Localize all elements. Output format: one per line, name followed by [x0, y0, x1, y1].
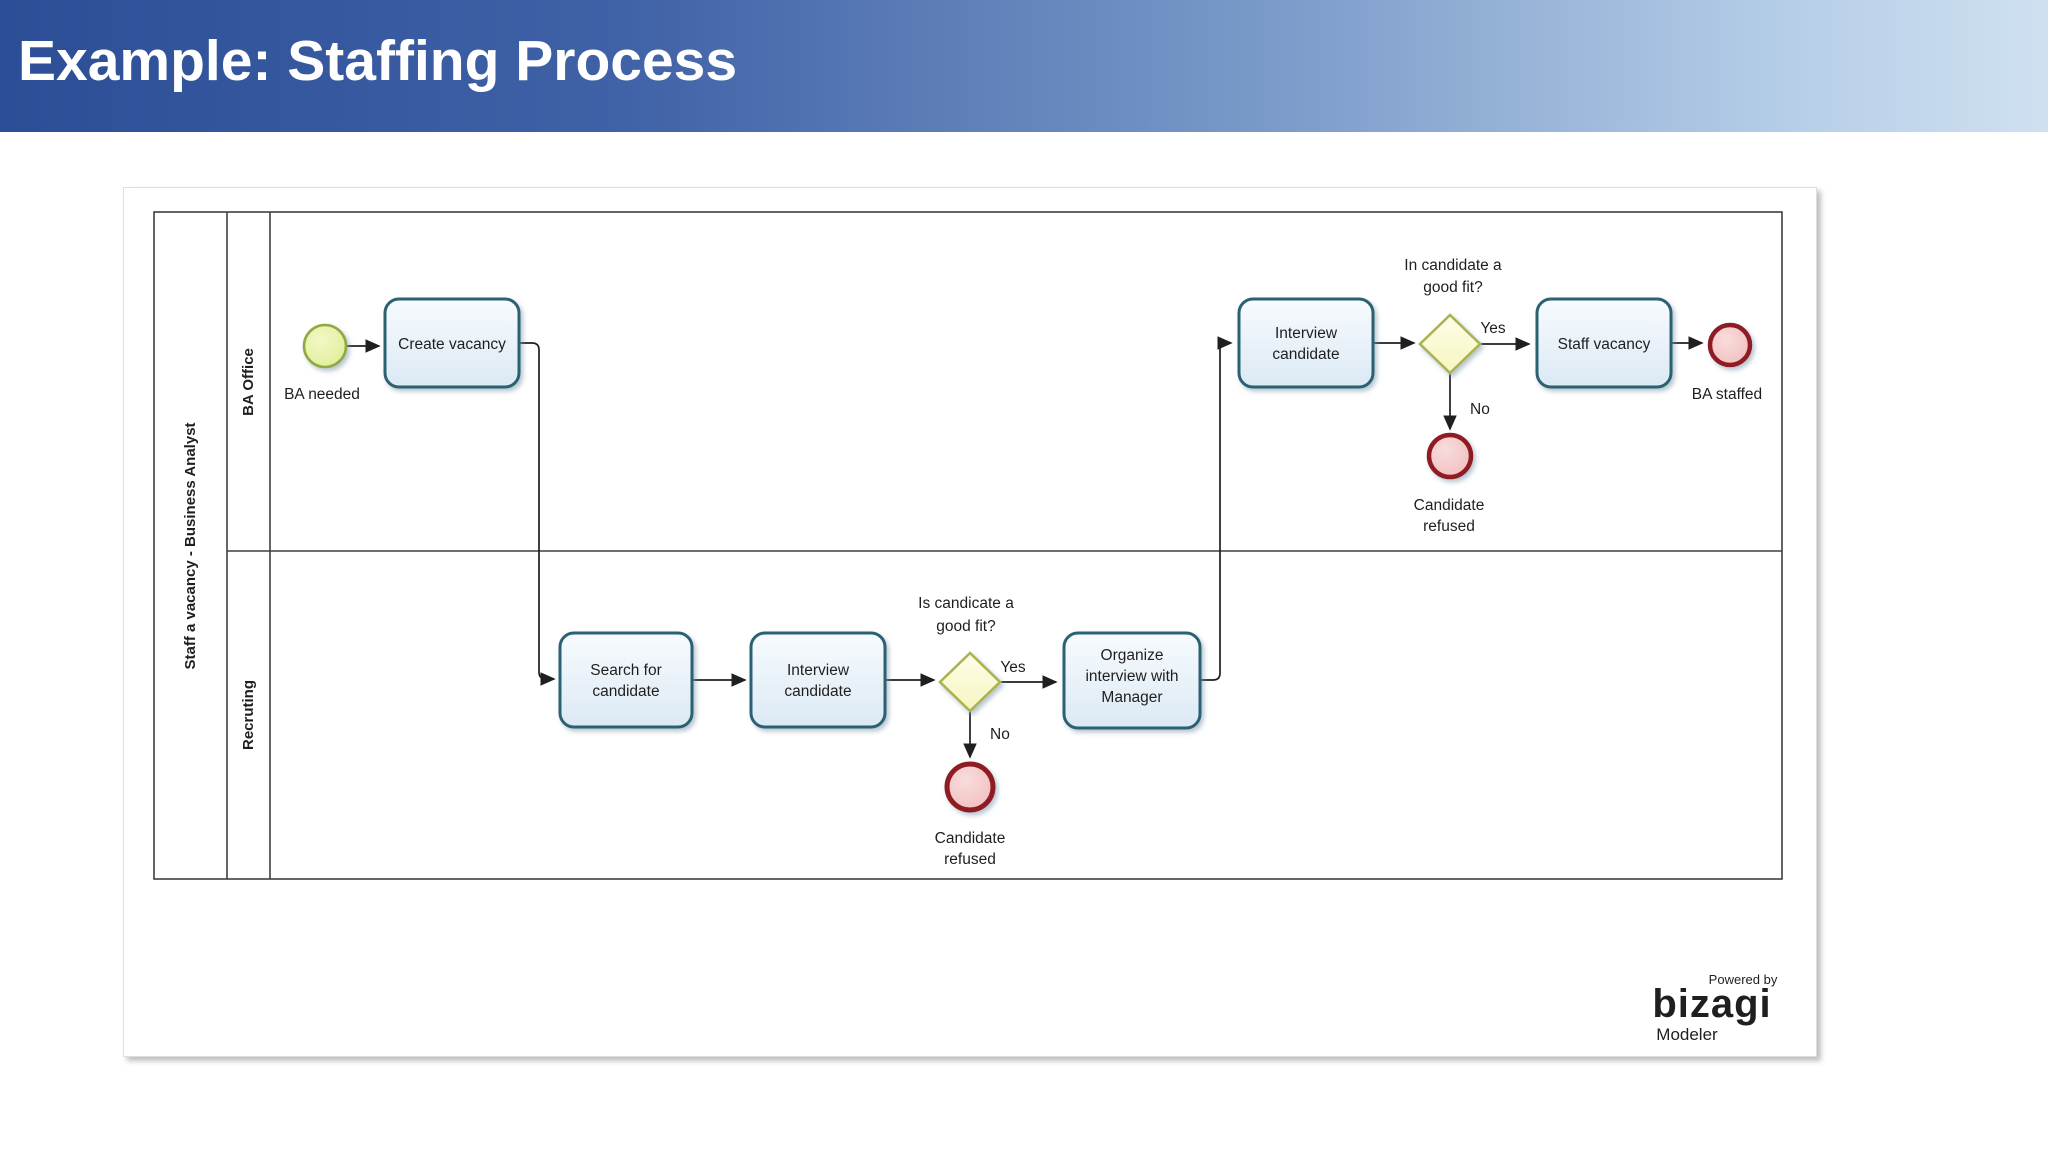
gateway-ba-shape [1418, 313, 1482, 375]
task-staff-vacancy-label: Staff vacancy [1558, 336, 1651, 353]
task-search-line1: Search for [590, 662, 662, 679]
end-event-candidate-refused-recruiting [944, 761, 996, 813]
task-interview-recruiting-line1: Interview [787, 662, 850, 679]
bizagi-powered-by: Powered by [1709, 972, 1778, 987]
lane-label-ba-office: BA Office [240, 348, 257, 416]
bizagi-modeler: Modeler [1656, 1025, 1718, 1044]
pool-title: Staff a vacancy - Business Analyst [182, 422, 199, 669]
task-search-for-candidate: Search for candidate [558, 631, 694, 729]
gateway-ba-question-line2: good fit? [1423, 279, 1483, 296]
end-event-candidate-refused-ba-line1: Candidate [1414, 497, 1485, 514]
end-event-ba-staffed-label: BA staffed [1692, 386, 1762, 403]
task-create-vacancy: Create vacancy [383, 297, 521, 389]
end-event-candidate-refused-recruiting-line2: refused [944, 851, 996, 868]
task-search-line2: candidate [592, 683, 659, 700]
task-interview-candidate-ba-line2: candidate [1272, 346, 1339, 363]
gateway-recruiting-question-line1: Is candicate a [918, 595, 1014, 612]
start-event-ba-needed [302, 323, 348, 369]
end-event-candidate-refused-recruiting-line1: Candidate [935, 830, 1006, 847]
gateway-ba-no-label: No [1470, 401, 1490, 418]
lane-label-recruiting: Recruting [240, 680, 257, 750]
task-search-shape [558, 631, 694, 729]
gateway-recruiting-yes-label: Yes [1000, 659, 1026, 676]
task-organize-interview: Organize interview with Manager [1062, 631, 1202, 730]
bizagi-logo: bizagi [1652, 982, 1771, 1026]
task-staff-vacancy-shape [1535, 297, 1673, 389]
task-organize-line2: interview with [1085, 668, 1178, 685]
gateway-ba-question-line1: In candidate a [1404, 257, 1502, 274]
page-title: Example: Staffing Process [18, 28, 738, 93]
sequence-flows [346, 336, 1704, 759]
end-event-ba-staffed [1707, 322, 1753, 368]
gateway-recruiting-question-line2: good fit? [936, 618, 996, 635]
slide-title-bar: Example: Staffing Process [0, 0, 2048, 132]
task-create-vacancy-shape [383, 297, 521, 389]
pool: Staff a vacancy - Business Analyst BA Of… [153, 211, 1783, 880]
task-organize-line3: Manager [1101, 689, 1162, 706]
end-event-candidate-refused-ba-line2: refused [1423, 518, 1475, 535]
bizagi-branding: Powered by bizagi Modeler [1652, 972, 1777, 1044]
start-event-label: BA needed [284, 386, 360, 403]
task-interview-candidate-recruiting: Interview candidate [749, 631, 887, 729]
task-organize-line1: Organize [1101, 647, 1164, 664]
gateway-recruiting-shape [938, 651, 1002, 713]
end-event-candidate-refused-ba [1426, 432, 1474, 480]
flow-organize-to-interview-ba [1200, 336, 1233, 681]
task-create-vacancy-label: Create vacancy [398, 336, 506, 353]
task-interview-candidate-ba: Interview candidate [1237, 297, 1375, 389]
task-organize-shape [1062, 631, 1202, 730]
task-staff-vacancy: Staff vacancy [1535, 297, 1673, 389]
gateway-recruiting-no-label: No [990, 726, 1010, 743]
flow-create-to-search [519, 342, 556, 686]
task-interview-recruiting-line2: candidate [784, 683, 851, 700]
gateway-ba-good-fit: In candidate a good fit? Yes No [1404, 257, 1506, 418]
task-interview-recruiting-shape [749, 631, 887, 729]
pool-border [153, 211, 1783, 880]
task-interview-candidate-ba-shape [1237, 297, 1375, 389]
task-interview-candidate-ba-line1: Interview [1275, 325, 1338, 342]
gateway-recruiting-good-fit: Is candicate a good fit? Yes No [918, 595, 1026, 743]
gateway-ba-yes-label: Yes [1480, 320, 1506, 337]
